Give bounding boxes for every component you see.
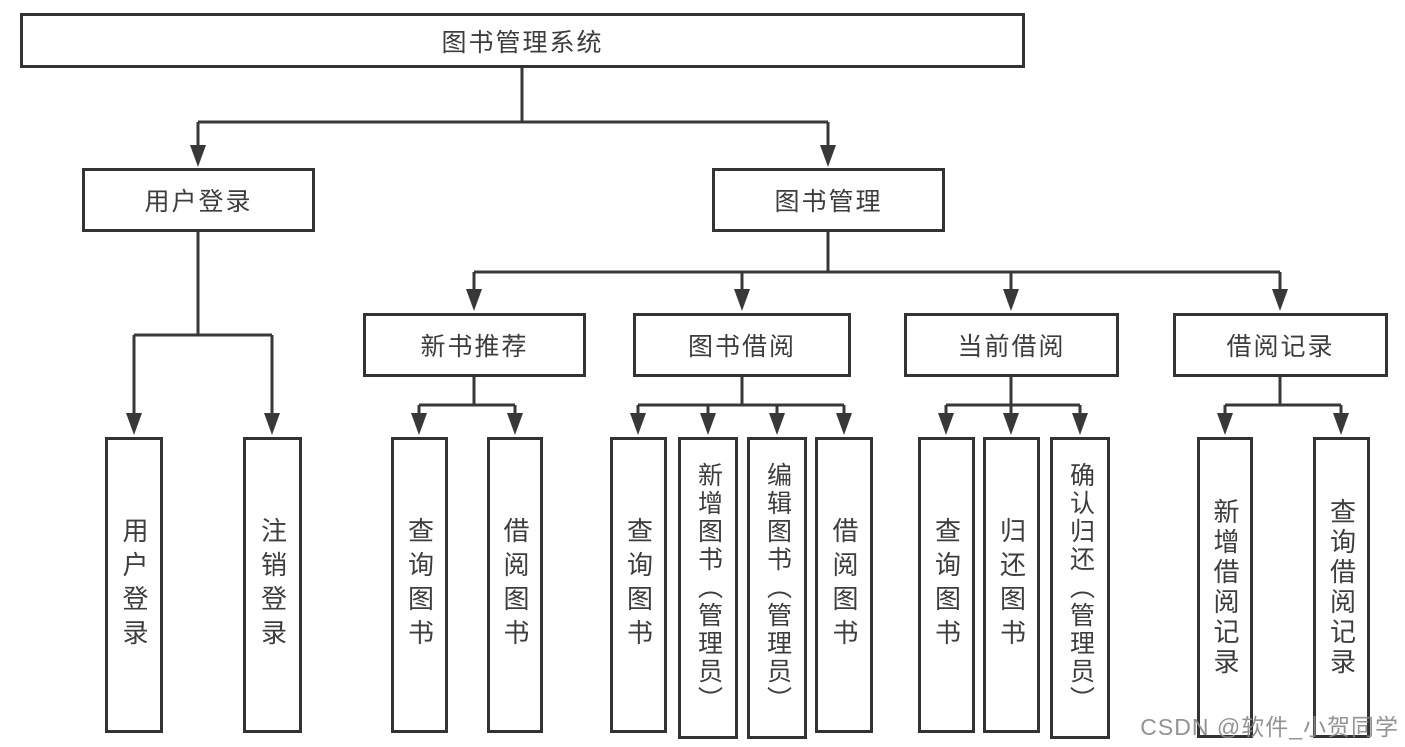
leaf-query-books-recommend: 查询图书	[391, 437, 448, 733]
leaf-query-books-recommend-label: 查询图书	[404, 517, 435, 653]
node-book-borrowing-label: 图书借阅	[687, 333, 796, 361]
arrowheads-user-login	[126, 413, 280, 435]
leaf-query-books-borrowing-label: 查询图书	[623, 517, 654, 653]
leaf-confirm-return-admin-label: 确认归还（管理员）	[1066, 462, 1095, 714]
arrowheads-leaves	[411, 413, 1349, 435]
leaf-query-books-current: 查询图书	[918, 437, 975, 733]
arrowheads-level2	[190, 145, 836, 167]
connector-book-management-branch	[472, 232, 1282, 290]
leaf-query-books-borrowing: 查询图书	[610, 437, 667, 733]
leaf-add-books-admin-label: 新增图书（管理员）	[694, 462, 723, 714]
node-book-management: 图书管理	[712, 168, 945, 232]
leaf-borrow-books-borrowing: 借阅图书	[815, 437, 873, 733]
connector-user-login-branch	[132, 232, 274, 414]
leaf-return-books-label: 归还图书	[996, 517, 1027, 653]
node-book-borrowing: 图书借阅	[633, 313, 851, 377]
leaf-edit-books-admin: 编辑图书（管理员）	[747, 437, 807, 739]
node-current-borrowing: 当前借阅	[904, 313, 1119, 377]
leaf-logout: 注销登录	[243, 437, 302, 733]
node-root-label: 图书管理系统	[441, 28, 604, 57]
leaf-user-login: 用户登录	[105, 437, 163, 733]
leaf-borrow-books-recommend-label: 借阅图书	[500, 517, 530, 653]
node-user-login: 用户登录	[82, 168, 315, 232]
leaf-add-books-admin: 新增图书（管理员）	[678, 437, 738, 739]
node-root: 图书管理系统	[20, 13, 1025, 68]
leaf-add-borrow-record-label: 新增借阅记录	[1210, 497, 1240, 678]
node-current-borrowing-label: 当前借阅	[957, 333, 1066, 361]
leaf-borrow-books-borrowing-label: 借阅图书	[829, 517, 859, 653]
csdn-watermark: CSDN @软件_小贺同学	[1140, 714, 1399, 740]
node-borrowing-records-label: 借阅记录	[1226, 333, 1335, 361]
node-new-book-recommend-label: 新书推荐	[420, 333, 529, 361]
leaf-query-borrow-record: 查询借阅记录	[1313, 437, 1370, 738]
connector-root-to-level2	[196, 68, 830, 146]
node-user-login-label: 用户登录	[144, 188, 253, 216]
connector-leaf-branches	[417, 377, 1343, 414]
leaf-return-books: 归还图书	[983, 437, 1040, 733]
node-borrowing-records: 借阅记录	[1173, 313, 1388, 377]
leaf-add-borrow-record: 新增借阅记录	[1197, 437, 1253, 738]
leaf-user-login-label: 用户登录	[119, 517, 149, 653]
node-book-management-label: 图书管理	[774, 188, 883, 216]
leaf-edit-books-admin-label: 编辑图书（管理员）	[763, 462, 792, 714]
node-new-book-recommend: 新书推荐	[363, 313, 586, 377]
leaf-confirm-return-admin: 确认归还（管理员）	[1050, 437, 1110, 739]
leaf-logout-label: 注销登录	[257, 517, 288, 653]
leaf-borrow-books-recommend: 借阅图书	[487, 437, 543, 733]
leaf-query-books-current-label: 查询图书	[931, 517, 962, 653]
arrowheads-level3	[466, 289, 1288, 311]
leaf-query-borrow-record-label: 查询借阅记录	[1326, 497, 1357, 678]
